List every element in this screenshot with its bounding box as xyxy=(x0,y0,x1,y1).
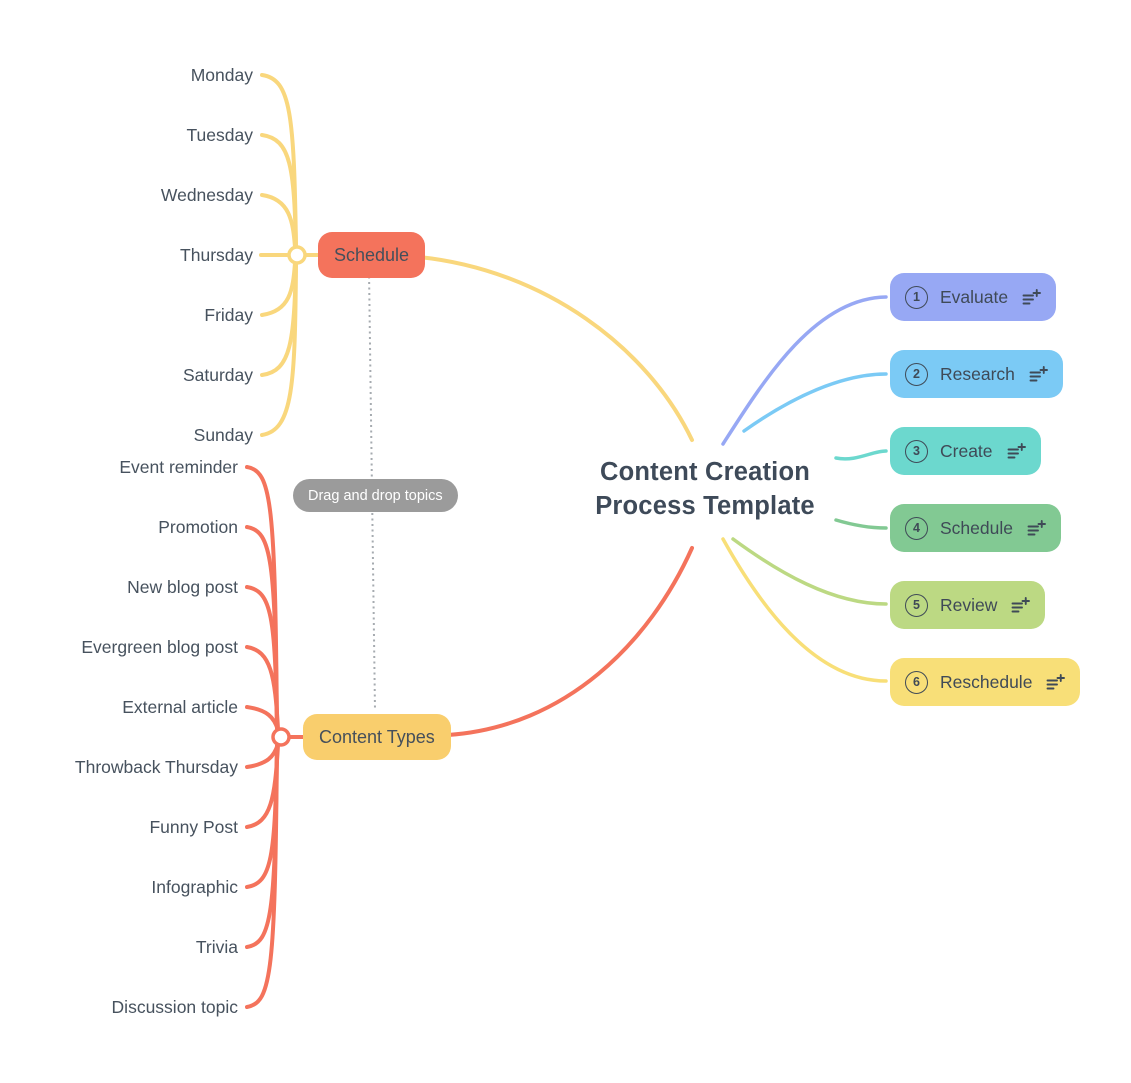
drag-drop-tooltip: Drag and drop topics xyxy=(293,479,458,512)
step-node-create[interactable]: 3 Create xyxy=(890,427,1041,475)
schedule-child-thursday[interactable]: Thursday xyxy=(180,245,253,265)
playlist-add-icon[interactable] xyxy=(1046,673,1066,691)
step-label: Reschedule xyxy=(940,671,1033,692)
topic-node-schedule[interactable]: Schedule xyxy=(318,232,426,278)
content-type-funny-post[interactable]: Funny Post xyxy=(149,817,238,837)
drag-hint-dotted-line xyxy=(368,270,376,711)
content-type-promotion[interactable]: Promotion xyxy=(158,517,238,537)
content-type-throwback-thursday[interactable]: Throwback Thursday xyxy=(74,757,238,777)
tooltip-label: Drag and drop topics xyxy=(308,487,443,504)
step-number-badge: 6 xyxy=(905,670,928,694)
step-label: Create xyxy=(940,440,993,461)
process-step-branch-lines xyxy=(721,295,888,683)
branch-junction-ring[interactable] xyxy=(271,727,291,747)
content-type-discussion-topic[interactable]: Discussion topic xyxy=(111,997,238,1017)
step-number-badge: 5 xyxy=(905,593,928,617)
topic-label: Schedule xyxy=(334,244,410,265)
step-label: Review xyxy=(940,594,998,615)
step-number-badge: 4 xyxy=(905,516,928,540)
schedule-child-friday[interactable]: Friday xyxy=(204,305,253,325)
step-node-schedule[interactable]: 4 Schedule xyxy=(890,504,1061,552)
content-type-new-blog-post[interactable]: New blog post xyxy=(127,577,238,597)
root-title-line1: Content Creation xyxy=(599,458,811,486)
playlist-add-icon[interactable] xyxy=(1022,288,1042,306)
schedule-child-monday[interactable]: Monday xyxy=(190,65,253,85)
step-number-badge: 1 xyxy=(905,285,928,309)
topic-node-content-types[interactable]: Content Types xyxy=(303,714,451,760)
step-label: Schedule xyxy=(940,517,1013,538)
step-label: Evaluate xyxy=(940,286,1009,307)
step-number-badge: 2 xyxy=(905,362,928,386)
step-node-evaluate[interactable]: 1 Evaluate xyxy=(890,273,1057,321)
root-topic[interactable]: Content Creation Process Template xyxy=(500,456,910,523)
root-title-line2: Process Template xyxy=(595,491,815,520)
content-type-event-reminder[interactable]: Event reminder xyxy=(119,457,238,477)
step-node-research[interactable]: 2 Research xyxy=(890,350,1063,398)
content-type-infographic[interactable]: Infographic xyxy=(151,877,238,897)
content-type-trivia[interactable]: Trivia xyxy=(195,937,238,957)
content-types-branch-lines xyxy=(245,465,694,1009)
branch-junction-ring[interactable] xyxy=(287,245,307,265)
content-type-external-article[interactable]: External article xyxy=(122,697,238,717)
playlist-add-icon[interactable] xyxy=(1029,365,1048,383)
schedule-child-wednesday[interactable]: Wednesday xyxy=(160,185,253,205)
topic-label: Content Types xyxy=(319,726,435,747)
schedule-child-sunday[interactable]: Sunday xyxy=(193,425,253,445)
playlist-add-icon[interactable] xyxy=(1027,519,1046,537)
step-node-reschedule[interactable]: 6 Reschedule xyxy=(890,658,1081,706)
step-node-review[interactable]: 5 Review xyxy=(890,581,1046,629)
schedule-branch-lines xyxy=(259,73,694,442)
schedule-child-saturday[interactable]: Saturday xyxy=(182,365,253,385)
step-number-badge: 3 xyxy=(905,439,928,463)
playlist-add-icon[interactable] xyxy=(1007,442,1026,460)
playlist-add-icon[interactable] xyxy=(1011,596,1031,614)
schedule-child-tuesday[interactable]: Tuesday xyxy=(186,125,253,145)
content-type-evergreen-blog-post[interactable]: Evergreen blog post xyxy=(81,637,238,657)
step-label: Research xyxy=(940,363,1015,384)
